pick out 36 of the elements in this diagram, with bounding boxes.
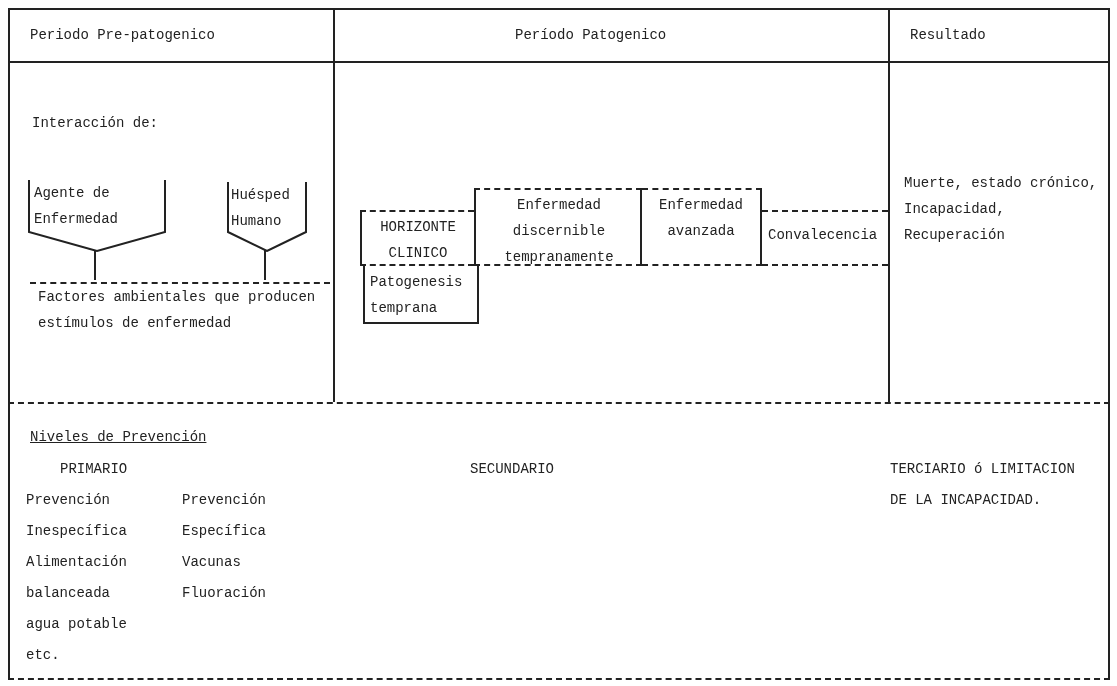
stage-box xyxy=(762,210,888,266)
level-heading: PRIMARIO xyxy=(60,460,128,479)
panel-heading: Periodo Pre-patogenico xyxy=(30,26,216,45)
stage-box xyxy=(360,210,474,266)
measure-text: Vacunas xyxy=(182,553,241,572)
panel-heading: Período Patogenico xyxy=(515,26,668,45)
funnel-box xyxy=(227,182,307,252)
level-heading: TERCIARIO ó LIMITACION DE LA INCAPACIDAD. xyxy=(890,460,1076,510)
measure-text: etc. xyxy=(26,646,60,665)
box-label: Convalecencia xyxy=(768,226,879,245)
section-heading: Niveles de Prevención xyxy=(30,428,207,447)
measure-text: Fluoración xyxy=(182,584,266,603)
connector-line xyxy=(94,249,96,281)
funnel-box xyxy=(28,180,166,252)
box-label: Huésped Humano xyxy=(231,186,291,231)
measure-text: agua potable xyxy=(26,615,127,634)
measure-text: Prevención Específica xyxy=(182,491,267,541)
period-panel xyxy=(8,8,335,402)
panel-heading: Resultado xyxy=(910,26,987,45)
prevention-panel xyxy=(8,402,1110,680)
period-panel xyxy=(335,8,890,402)
outcome-text: Muerte, estado crónico, Incapacidad, Recuperación xyxy=(904,174,1099,245)
box-label: Enfermedad discernible tempranamente xyxy=(503,196,615,267)
period-panel xyxy=(890,8,1110,402)
connector-line xyxy=(264,249,266,281)
level-heading: SECUNDARIO xyxy=(470,460,554,479)
box-label: Enfermedad avanzada xyxy=(658,196,744,241)
stage-box xyxy=(474,188,642,266)
box-label: HORIZONTE CLINICO xyxy=(379,218,457,263)
box-label: Patogenesis temprana xyxy=(370,273,464,318)
stage-box xyxy=(642,188,762,266)
stage-box xyxy=(363,266,479,324)
box-label: Factores ambientales que producen estímulos de enfermedad xyxy=(38,288,317,333)
box-label: Agente de Enfermedad xyxy=(34,184,119,229)
intro-text: Interacción de: xyxy=(32,114,160,133)
measure-text: Prevención Inespecífica xyxy=(26,491,128,541)
